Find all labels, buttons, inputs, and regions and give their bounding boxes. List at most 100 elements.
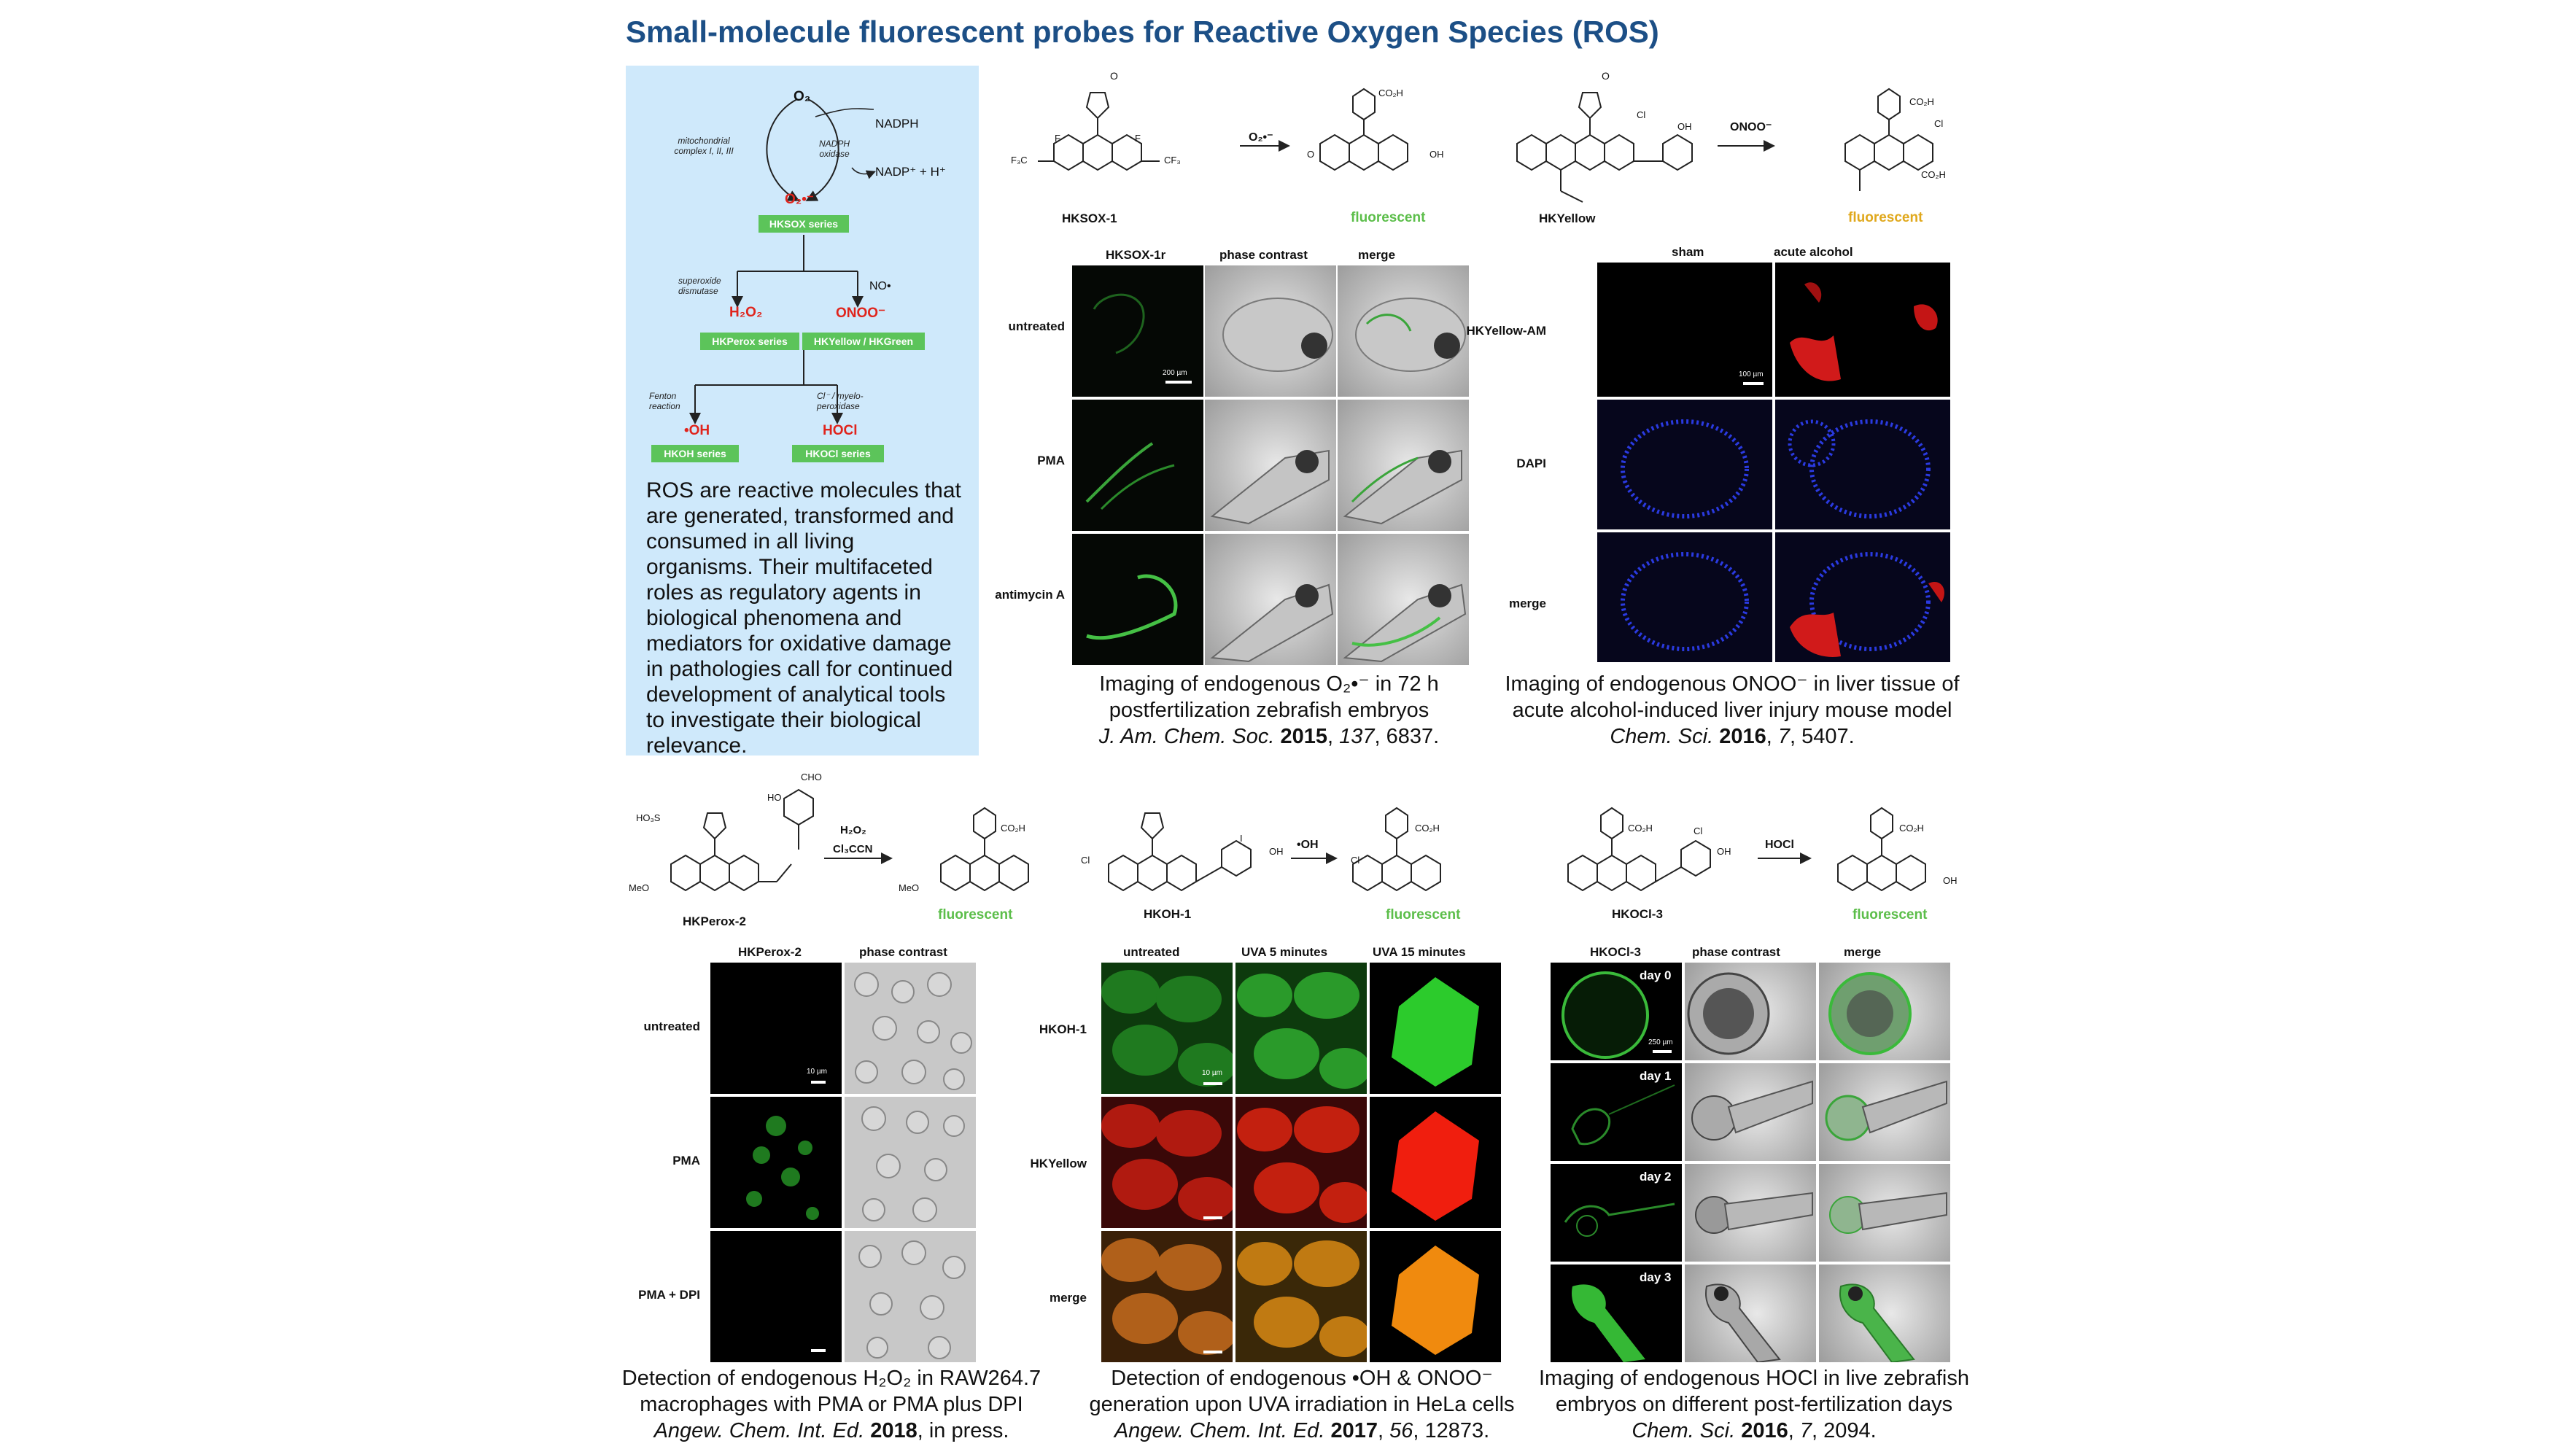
hksox-tf-label: F₃C xyxy=(1011,155,1028,166)
hkocl-caption-line2: embryos on different post-fertilization … xyxy=(1555,1393,1953,1416)
hkoh-oh-label: OH xyxy=(1269,846,1284,857)
hkyellow-sham-dapi xyxy=(1597,400,1772,529)
nadp-line xyxy=(851,167,876,179)
hksox-col-header-1: HKSOX-1r xyxy=(1106,248,1166,262)
hksox-row-label-1: untreated xyxy=(1008,319,1065,333)
hksox-scale-label: 200 µm xyxy=(1163,369,1187,377)
hkocl-day1-merge xyxy=(1819,1063,1950,1161)
hkoh-probe-name: HKOH-1 xyxy=(1144,907,1192,921)
cl-myelo-label: Cl⁻ / myelo-peroxidase xyxy=(817,391,864,411)
hkoh-uva5-merge xyxy=(1235,1231,1367,1362)
hkyellow-sham-merge xyxy=(1597,532,1772,662)
hksox-reaction-scheme xyxy=(1038,88,1408,171)
hkoh-reaction-scheme xyxy=(1108,807,1441,892)
hkperox-caption-line2: macrophages with PMA or PMA plus DPI xyxy=(640,1393,1023,1416)
hkocl-day1-phase xyxy=(1685,1063,1816,1161)
hkoh-row-label-1: HKOH-1 xyxy=(1039,1022,1087,1036)
hkperox-dpi-fluor xyxy=(710,1231,842,1362)
hkperox-dpi-phase xyxy=(845,1231,976,1362)
hksox-col-header-3: merge xyxy=(1358,248,1396,262)
nadph-line xyxy=(815,108,874,117)
hkperox-meo-label: MeO xyxy=(629,882,650,893)
hocl-label: HOCl xyxy=(823,423,858,438)
hkoh-product-label: fluorescent xyxy=(1386,907,1461,922)
hkocl-series-bar: HKOCl series xyxy=(792,445,884,462)
hkoh-col-header-2: UVA 5 minutes xyxy=(1241,945,1328,959)
hkyellow-row-label-1: HKYellow-AM xyxy=(1466,324,1546,338)
hksox-pma-merge xyxy=(1338,400,1469,531)
hkperox-product-meo: MeO xyxy=(899,882,920,893)
ros-pathway-diagram xyxy=(689,98,876,424)
hksox-untreated-fluor: 200 µm xyxy=(1072,265,1203,397)
hkocl-day2-phase xyxy=(1685,1164,1816,1262)
hksox-caption-line1: Imaging of endogenous O₂•⁻ in 72 h xyxy=(1099,672,1439,696)
hkocl-co2h-label: CO₂H xyxy=(1628,823,1653,834)
hksox-product-oh: OH xyxy=(1429,149,1444,160)
hkperox-caption-line1: Detection of endogenous H₂O₂ in RAW264.7 xyxy=(621,1367,1041,1390)
hkoh-caption: Detection of endogenous •OH & ONOO⁻ gene… xyxy=(1065,1365,1539,1444)
hkocl-day-label-2: day 1 xyxy=(1640,1069,1672,1083)
hkoh-untreated-merge xyxy=(1101,1231,1233,1362)
hkocl-oh-label: OH xyxy=(1717,846,1731,857)
hkperox-cho-label: CHO xyxy=(801,772,822,782)
hkocl-reagent: HOCl xyxy=(1765,839,1794,851)
superoxide-label: O₂•⁻ xyxy=(785,192,814,207)
hkoh-product-cl: Cl xyxy=(1351,855,1360,866)
ros-description: ROS are reactive molecules that are gene… xyxy=(646,478,961,758)
hkyellow-cl-label: Cl xyxy=(1637,109,1646,120)
h2o2-label: H₂O₂ xyxy=(729,305,763,320)
hkoh-scale-label: 10 µm xyxy=(1202,1069,1222,1077)
nadph-label: NADPH xyxy=(875,117,919,131)
hkperox-scale-label: 10 µm xyxy=(807,1068,827,1076)
hkoh-untreated-hkyellow xyxy=(1101,1097,1233,1228)
nadph-oxidase-label: NADPH oxidase xyxy=(818,139,850,159)
hkperox-series-bar: HKPerox series xyxy=(700,333,799,350)
hksox-series-bar: HKSOX series xyxy=(759,215,849,233)
hkocl-product-label: fluorescent xyxy=(1853,907,1928,922)
hkoh-col-header-1: untreated xyxy=(1123,945,1180,959)
hksox-citation: J. Am. Chem. Soc. 2015, 137, 6837. xyxy=(1098,725,1440,748)
hksox-col-header-2: phase contrast xyxy=(1219,248,1308,262)
hkperox-caption: Detection of endogenous H₂O₂ in RAW264.7… xyxy=(605,1365,1058,1444)
hksox-untreated-phase xyxy=(1205,265,1336,397)
hksox-antimycin-phase xyxy=(1205,534,1336,665)
ros-pathway-box xyxy=(626,66,979,755)
hksox-reagent: O₂•⁻ xyxy=(1249,131,1273,144)
hkoh-uva15-hkoh1 xyxy=(1370,963,1501,1094)
no-label: NO• xyxy=(869,280,891,292)
hkocl-day0-phase xyxy=(1685,963,1816,1060)
hkocl-day-label-1: day 0 xyxy=(1640,968,1672,982)
hkperox-reagent2: Cl₃CCN xyxy=(833,843,873,855)
hkyellow-series-bar: HKYellow / HKGreen xyxy=(802,333,925,350)
mito-arc xyxy=(766,98,800,201)
hksox-untreated-merge xyxy=(1338,265,1469,397)
hkoh-reagent: •OH xyxy=(1297,839,1319,851)
hkyellow-citation: Chem. Sci. 2016, 7, 5407. xyxy=(1610,725,1855,748)
nadp-label: NADP⁺ + H⁺ xyxy=(875,165,946,179)
hkyellow-caption-line2: acute alcohol-induced liver injury mouse… xyxy=(1512,699,1952,722)
hksox-product-o: O xyxy=(1307,149,1315,160)
fenton-label: Fenton reaction xyxy=(649,391,680,411)
hkperox-pma-fluor xyxy=(710,1097,842,1228)
hkocl-col-header-3: merge xyxy=(1844,945,1882,959)
hkoh-uva5-hkyellow xyxy=(1235,1097,1367,1228)
mito-label: mitochondrial complex I, II, III xyxy=(674,136,734,156)
hkocl-caption: Imaging of endogenous HOCl in live zebra… xyxy=(1524,1365,1984,1444)
hkyellow-product-label: fluorescent xyxy=(1848,210,1923,225)
hkperox-col-header-1: HKPerox-2 xyxy=(738,945,802,959)
hkocl-reaction-scheme xyxy=(1567,807,1926,892)
hkperox-row-label-3: PMA + DPI xyxy=(638,1288,700,1302)
hkyellow-col-header-2: acute alcohol xyxy=(1774,245,1853,259)
hkperox-row-label-2: PMA xyxy=(672,1154,700,1168)
hkyellow-reaction-scheme xyxy=(1516,88,1933,203)
hkocl-product-co2h: CO₂H xyxy=(1899,823,1924,834)
hksox-row-label-3: antimycin A xyxy=(995,588,1065,602)
hkperox-ho-label: HO xyxy=(767,792,782,803)
hkperox-pma-phase xyxy=(845,1097,976,1228)
onoo-label: ONOO⁻ xyxy=(836,306,886,321)
hkyellow-reagent: ONOO⁻ xyxy=(1730,121,1772,133)
sod-label: superoxide dismutase xyxy=(678,276,721,296)
hkyellow-caption: Imaging of endogenous ONOO⁻ in liver tis… xyxy=(1502,671,1962,750)
hkoh-row-label-2: HKYellow xyxy=(1030,1157,1087,1170)
hksox-pma-fluor xyxy=(1072,400,1203,531)
